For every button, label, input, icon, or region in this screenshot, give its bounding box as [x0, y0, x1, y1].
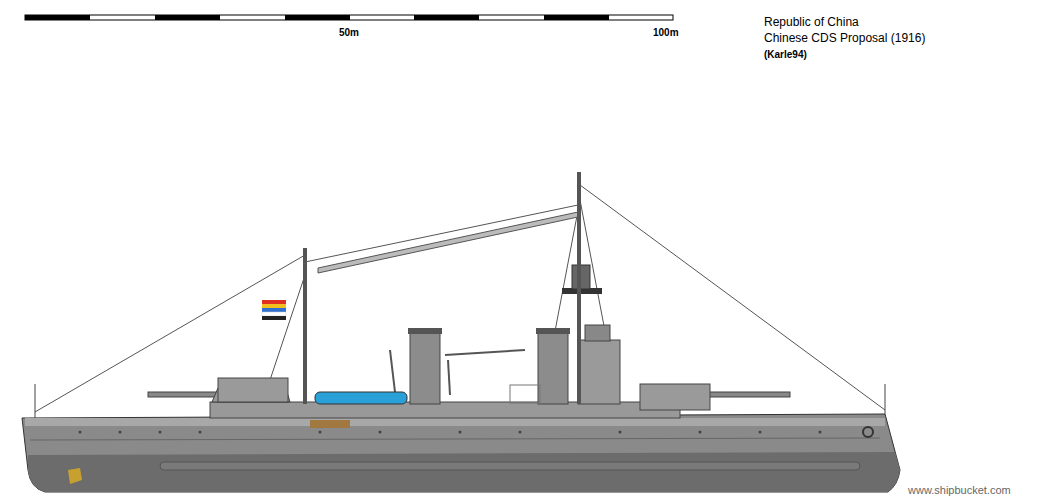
label-slot: (Karle94) [764, 44, 807, 62]
watermark: www.shipbucket.com [908, 484, 1011, 496]
funnels [408, 328, 570, 404]
boat-cradle [510, 385, 540, 403]
jackstaff [885, 384, 886, 414]
davits [390, 350, 525, 395]
hull [22, 414, 900, 492]
bridge [562, 265, 620, 404]
scale-bar [25, 15, 673, 20]
nation-label: Republic of China [764, 15, 859, 29]
label-slot: www.shipbucket.com [908, 480, 1011, 498]
boat [315, 392, 407, 404]
label-slot: Chinese CDS Proposal (1916) [764, 28, 925, 46]
fore-turret [640, 384, 790, 410]
derrick-boom [318, 212, 578, 273]
label-slot: 100m [653, 22, 679, 40]
flag [262, 300, 286, 320]
label-slot: 50m [339, 22, 359, 40]
rigging [35, 185, 885, 412]
foremast [577, 172, 581, 404]
ship-title: Chinese CDS Proposal (1916) [764, 31, 925, 45]
author-label: (Karle94) [764, 49, 807, 60]
anchor [863, 427, 873, 437]
mainmast [303, 248, 307, 404]
flagstaff [35, 384, 36, 418]
deck-cargo [310, 420, 350, 428]
scale-label: 50m [339, 27, 359, 38]
scale-label: 100m [653, 27, 679, 38]
propeller [68, 468, 82, 484]
aft-turret [148, 378, 290, 402]
label-slot: Republic of China [764, 12, 859, 30]
